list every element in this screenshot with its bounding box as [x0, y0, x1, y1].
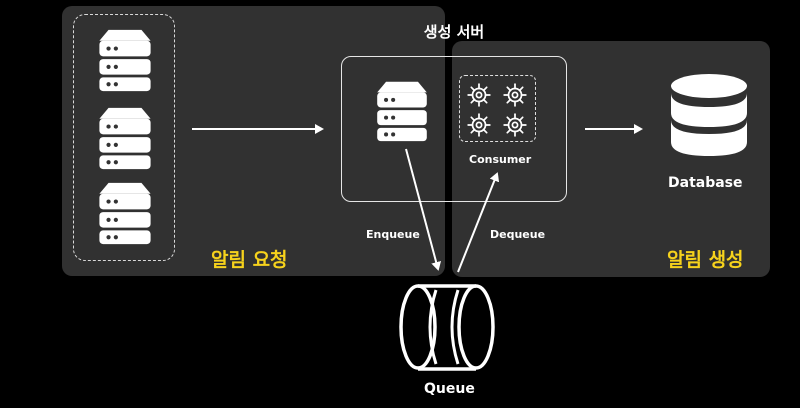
- server-icon: [377, 81, 427, 142]
- dequeue-label: Dequeue: [490, 228, 546, 241]
- database-icon: [671, 74, 747, 156]
- client-server-group: [73, 14, 175, 261]
- dequeue-arrow: [457, 172, 500, 273]
- gear-icon: [467, 83, 491, 107]
- queue-icon: [399, 284, 495, 371]
- database-label: Database: [668, 175, 743, 191]
- server-icon: [99, 182, 151, 245]
- generation-server-box: [341, 56, 567, 202]
- enqueue-arrow: [405, 148, 442, 271]
- queue-label: Queue: [424, 381, 475, 397]
- create-group-label: 알림 생성: [667, 249, 744, 271]
- enqueue-label: Enqueue: [366, 228, 420, 241]
- server-title: 생성 서버: [423, 23, 485, 41]
- gear-icon: [467, 113, 491, 137]
- gear-icon: [503, 83, 527, 107]
- request-group-label: 알림 요청: [211, 249, 288, 271]
- gear-icon: [503, 113, 527, 137]
- server-icon: [99, 107, 151, 170]
- consumer-label: Consumer: [469, 153, 532, 166]
- consumer-gear-group: [459, 75, 536, 142]
